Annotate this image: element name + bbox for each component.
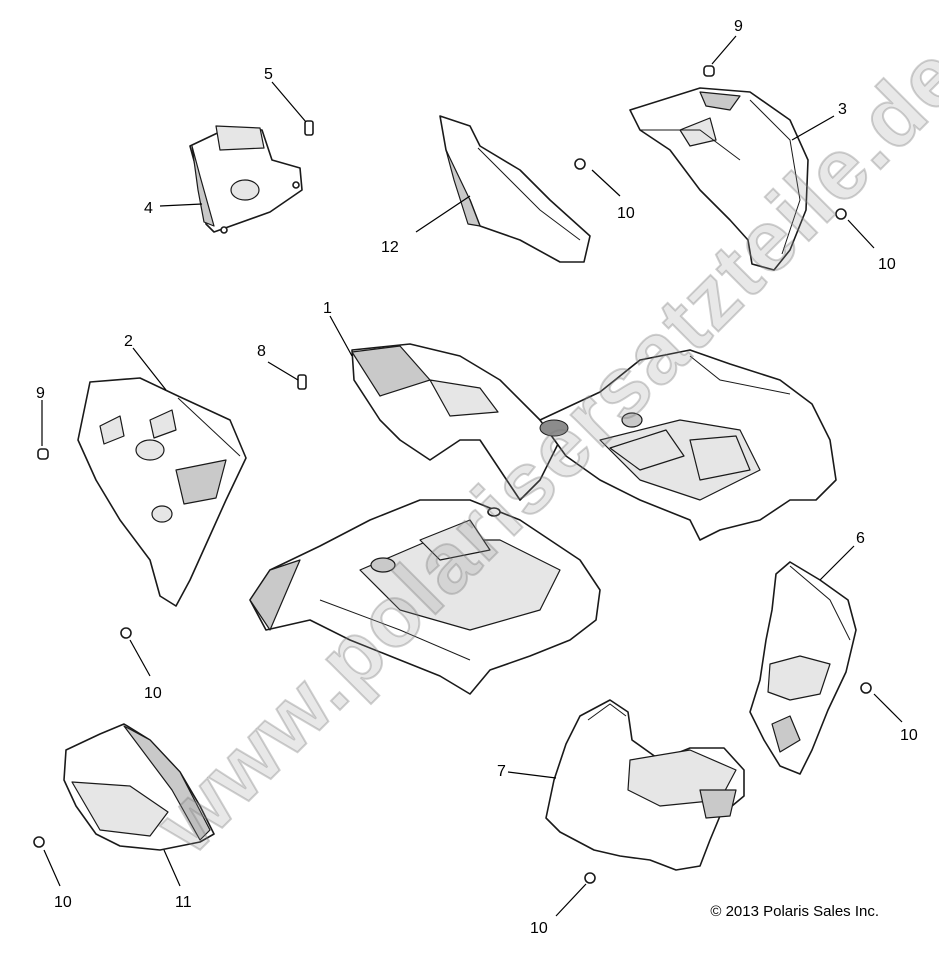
part-2-left-side-panel (77, 377, 247, 607)
part-6-right-fender-panel (749, 561, 857, 775)
callout-1: 1 (323, 300, 332, 317)
fastener-10b (835, 208, 847, 220)
callout-7: 7 (497, 763, 506, 780)
fastener-10e (33, 836, 45, 848)
leader-lines (41, 35, 903, 917)
callout-10e: 10 (54, 894, 72, 911)
callout-5: 5 (264, 66, 273, 83)
callout-9b: 9 (36, 385, 45, 402)
fastener-10f (584, 872, 596, 884)
callout-2: 2 (124, 333, 133, 350)
callout-10c: 10 (144, 685, 162, 702)
part-7-front-lower-panel (545, 699, 745, 871)
part-5-screw (304, 120, 314, 136)
fastener-10d (860, 682, 872, 694)
fastener-9b (37, 448, 49, 460)
callout-10b: 10 (878, 256, 896, 273)
part-11-left-lower-panel (63, 723, 215, 851)
part-3-right-side-panel (629, 87, 809, 271)
part-8-screw (297, 374, 307, 390)
fastener-9a (703, 65, 715, 77)
callout-3: 3 (838, 101, 847, 118)
callout-12: 12 (381, 239, 399, 256)
copyright-notice: © 2013 Polaris Sales Inc. (710, 903, 879, 920)
callout-4: 4 (144, 200, 153, 217)
callout-9a: 9 (734, 18, 743, 35)
fastener-10a (574, 158, 586, 170)
callout-10a: 10 (617, 205, 635, 222)
callout-10f: 10 (530, 920, 548, 937)
fastener-10c (120, 627, 132, 639)
part-4-console-cover (189, 125, 303, 234)
callout-8: 8 (257, 343, 266, 360)
part-1-front-cab (249, 343, 837, 695)
part-12-panel (439, 115, 591, 263)
callout-11: 11 (175, 894, 192, 911)
callout-6: 6 (856, 530, 865, 547)
callout-10d: 10 (900, 727, 918, 744)
